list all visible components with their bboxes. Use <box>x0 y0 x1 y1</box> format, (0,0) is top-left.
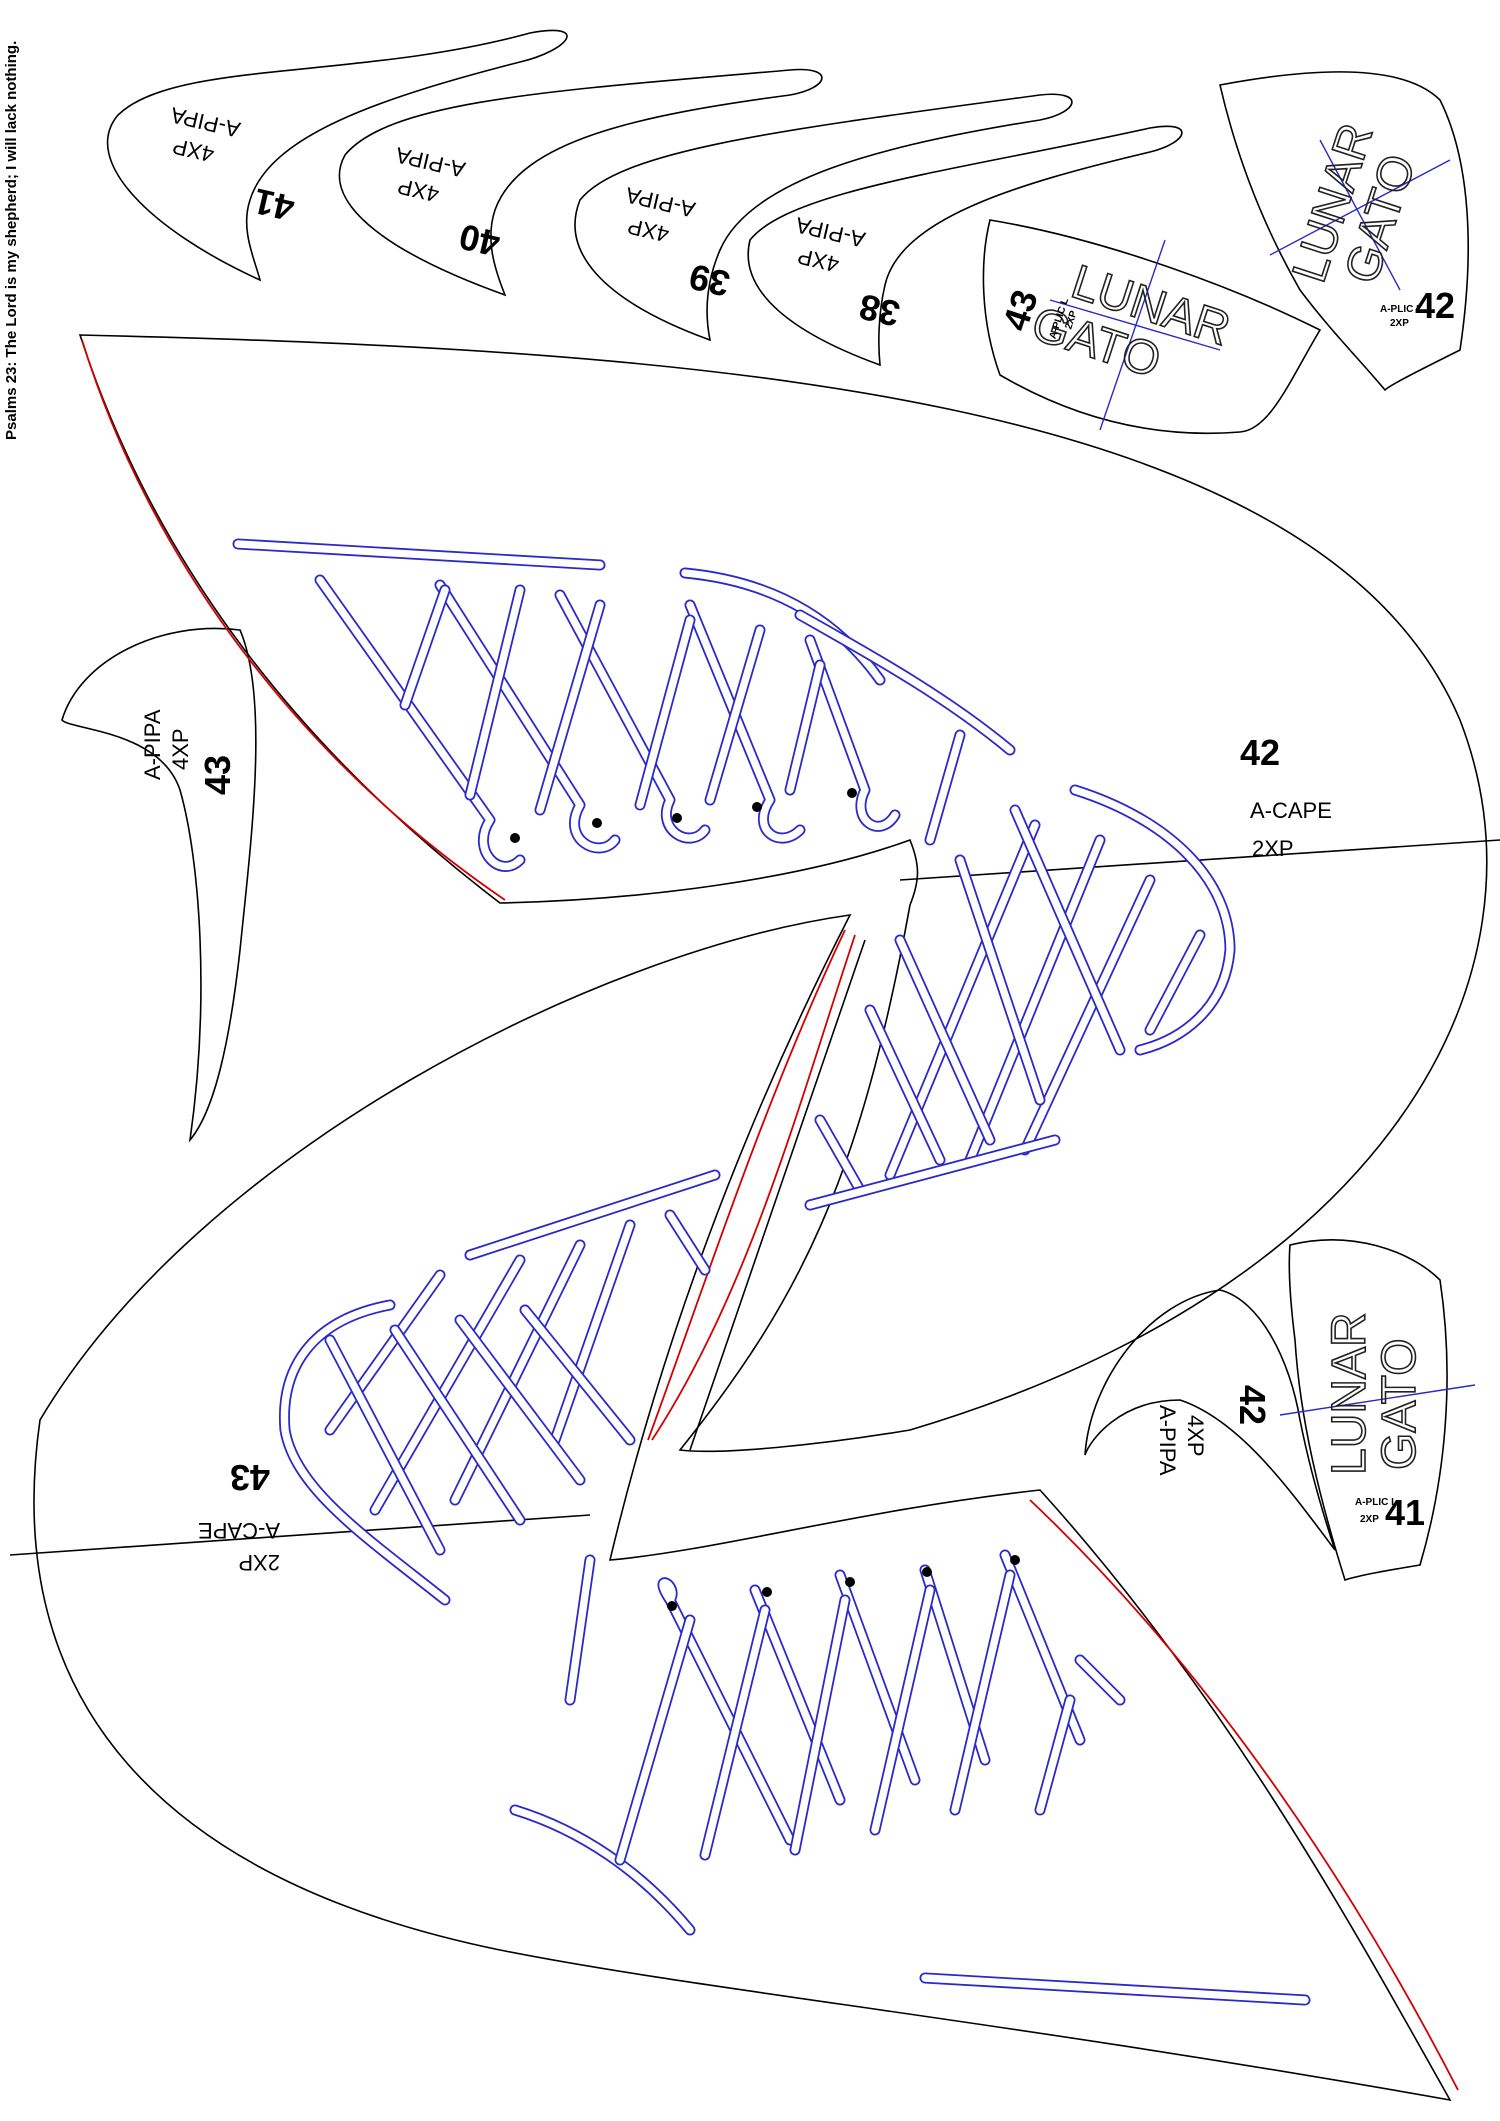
pipa-43-qty: 4XP <box>168 728 193 770</box>
cape-42-name: A-CAPE <box>1250 798 1332 823</box>
pipa-39-number: 39 <box>685 256 733 305</box>
slots-lower-right <box>509 1549 1311 2006</box>
applique-43: LUNAR GATO 43 A-PLIC L 2XP <box>982 219 1322 435</box>
applique-41-brand-2: GATO <box>1373 1338 1426 1470</box>
applique-41-brand-1: LUNAR <box>1323 1312 1376 1475</box>
hole <box>762 1587 772 1597</box>
cape-piece-42: 42 A-CAPE 2XP <box>78 334 1500 1453</box>
slots-lower-left <box>278 1169 721 1606</box>
hole <box>845 1577 855 1587</box>
applique-41-qty: 2XP <box>1360 1514 1379 1525</box>
hole <box>592 818 602 828</box>
pipa-piece-42: 42 A-PIPA 4XP <box>1084 1289 1336 1551</box>
pipa-piece-40: 40 A-PIPA 4XP <box>338 68 823 297</box>
applique-42-name: A-PLIC L <box>1380 304 1422 315</box>
hole <box>847 788 857 798</box>
applique-42-qty: 2XP <box>1390 318 1409 329</box>
cape-43-number: 43 <box>230 1457 270 1498</box>
slots-upper-right <box>804 784 1236 1211</box>
hole <box>922 1567 932 1577</box>
pipa-41-number: 41 <box>250 180 298 229</box>
pipa-40-qty: 4XP <box>395 174 441 208</box>
pipa-piece-43: 43 A-PIPA 4XP <box>61 627 257 1143</box>
hole <box>752 802 762 812</box>
pipa-piece-38: 38 A-PIPA 4XP <box>747 125 1183 367</box>
pipa-42-number: 42 <box>1232 1385 1273 1425</box>
pipa-42-qty: 4XP <box>1183 1415 1208 1457</box>
cape-43-name: A-CAPE <box>198 1518 280 1543</box>
pipa-42-name: A-PIPA <box>1155 1405 1180 1476</box>
pipa-40-number: 40 <box>455 216 503 265</box>
pipa-41-qty: 4XP <box>170 134 216 168</box>
hole <box>672 813 682 823</box>
applique-42: LUNAR GATO A-PLIC L 2XP 42 <box>1219 71 1469 392</box>
hole <box>667 1601 677 1611</box>
pipa-43-number: 43 <box>197 755 238 795</box>
applique-41-name: A-PLIC L <box>1355 1497 1397 1508</box>
pipa-piece-39: 39 A-PIPA 4XP <box>574 93 1073 342</box>
applique-41-number: 41 <box>1385 1492 1425 1533</box>
cape-piece-43: 2XP A-CAPE 43 <box>9 913 1459 2102</box>
applique-42-number: 42 <box>1415 285 1455 326</box>
pipa-38-qty: 4XP <box>795 244 841 278</box>
cape-42-number: 42 <box>1240 732 1280 773</box>
hole <box>510 833 520 843</box>
pipa-43-name: A-PIPA <box>140 709 165 780</box>
pipa-38-number: 38 <box>855 286 903 335</box>
cape-42-qty: 2XP <box>1252 836 1294 861</box>
applique-41: LUNAR GATO A-PLIC L 2XP 41 <box>1279 1239 1476 1582</box>
hole <box>1010 1555 1020 1565</box>
slots-upper-left <box>232 538 1016 872</box>
side-note: Psalms 23: The Lord is my shepherd; I wi… <box>3 41 20 440</box>
cape-43-qty: 2XP <box>238 1550 280 1575</box>
pipa-39-qty: 4XP <box>625 214 671 248</box>
